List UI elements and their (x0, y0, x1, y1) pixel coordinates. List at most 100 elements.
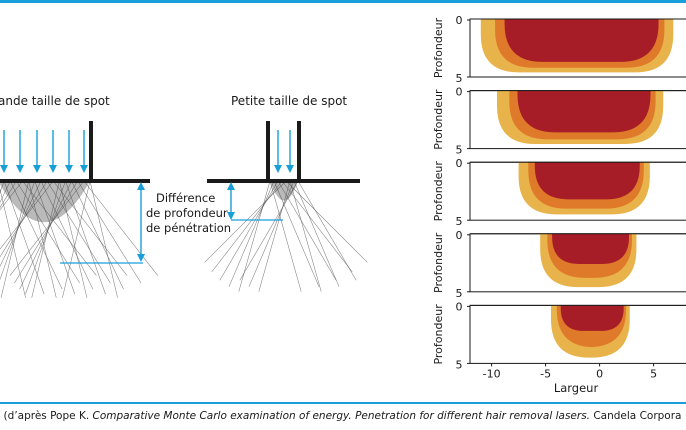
difference-label-line2: de profondeur (146, 206, 228, 220)
y-tick-label: 5 (456, 358, 463, 371)
scatter-ray (0, 180, 23, 211)
y-tick-label: 0 (456, 300, 463, 313)
y-axis-label: Profondeur (432, 304, 445, 365)
y-tick-label: 0 (456, 157, 463, 170)
scatter-ray (0, 180, 54, 250)
scatter-ray (77, 180, 142, 284)
heat-zone-inner (560, 305, 624, 331)
scatter-ray (9, 180, 85, 276)
scatter-ray (14, 180, 78, 284)
scatter-ray-core (270, 181, 298, 201)
scatter-ray (46, 180, 111, 284)
difference-label-line1: Différence (156, 191, 215, 205)
y-axis-label: Profondeur (432, 232, 445, 293)
scatter-ray (28, 180, 57, 298)
scatter-ray (0, 180, 42, 267)
caption-prefix: x (d’après Pope K. (0, 410, 93, 422)
scatter-ray (16, 180, 80, 284)
heat-zone-inner (534, 162, 640, 200)
scatter-ray (10, 180, 63, 290)
caption-separator (0, 402, 686, 404)
y-tick-label: 5 (456, 215, 463, 228)
scatter-ray (34, 180, 76, 295)
scatter-ray (65, 180, 106, 295)
scatter-ray (52, 180, 128, 276)
caption-suffix: Candela Corpora (590, 410, 682, 422)
beam-arrow-head (0, 165, 8, 173)
large-spot-diagram: ande taille de spot (0, 94, 158, 298)
small-spot-scatter-rays (204, 180, 368, 292)
scatter-ray (273, 180, 320, 287)
x-tick-label: 5 (650, 367, 657, 380)
scatter-ray (31, 180, 60, 298)
scatter-ray (277, 180, 337, 281)
large-spot-beam-arrows (0, 130, 88, 173)
scatter-ray (281, 180, 353, 273)
scatter-ray (258, 180, 291, 292)
y-axis-label: Profondeur (432, 89, 445, 150)
scatter-ray (297, 180, 357, 281)
small-depth-arrowhead-top (227, 182, 235, 190)
scatter-ray (293, 180, 340, 287)
small-spot-diagram: Petite taille de spot (204, 94, 368, 292)
small-spot-label: Petite taille de spot (231, 94, 347, 108)
y-tick-label: 0 (456, 86, 463, 99)
heat-zone-inner (517, 90, 651, 133)
scatter-ray (0, 188, 26, 298)
scatter-ray (83, 180, 158, 276)
scatter-ray (239, 180, 299, 281)
caption-title: Comparative Monte Carlo examination of e… (92, 410, 590, 422)
scatter-ray (228, 180, 275, 287)
scatter-ray (285, 180, 368, 263)
difference-label-line3: de pénétration (146, 221, 231, 235)
scatter-ray (22, 180, 97, 276)
scatter-ray (248, 180, 295, 287)
y-tick-label: 5 (456, 144, 463, 157)
depth-difference-bracket: Différence de profondeur de pénétration (60, 182, 231, 264)
small-depth-arrowhead-bottom (227, 212, 235, 220)
scatter-ray (3, 180, 45, 295)
small-spot-beam-arrows (274, 130, 294, 173)
scatter-ray (0, 180, 29, 298)
scatter-ray (289, 180, 322, 292)
scatter-ray (219, 180, 279, 281)
scatter-ray (0, 180, 48, 258)
x-tick-label: 0 (596, 367, 603, 380)
heat-zone-inner (552, 233, 630, 264)
beam-arrow-head (80, 165, 88, 173)
scatter-ray (269, 180, 302, 292)
scatter-ray (40, 180, 94, 290)
y-axis-label: Profondeur (432, 161, 445, 222)
heat-zone-inner (504, 19, 659, 62)
large-depth-arrowhead-bottom (137, 254, 145, 262)
y-tick-label: 0 (456, 229, 463, 242)
scatter-ray (0, 180, 36, 281)
scatter-ray (89, 180, 118, 298)
x-axis-label: Largeur (554, 381, 599, 395)
scatter-ray (62, 180, 91, 298)
beam-arrow-head (286, 165, 294, 173)
scatter-ray (25, 180, 66, 295)
scatter-ray (211, 180, 283, 273)
beam-arrow-head (16, 165, 24, 173)
x-tick-label: -5 (540, 367, 551, 380)
figure-caption: x (d’après Pope K. Comparative Monte Car… (0, 410, 686, 422)
scatter-ray (59, 180, 88, 298)
y-tick-label: 0 (456, 14, 463, 27)
penetration-profile-panels: 05Profondeur05Profondeur05Profondeur05Pr… (432, 14, 686, 380)
x-tick-label: -10 (483, 367, 501, 380)
y-tick-label: 5 (456, 72, 463, 85)
scatter-ray (19, 180, 72, 290)
scatter-ray (0, 180, 17, 208)
scatter-ray (71, 180, 124, 290)
large-depth-arrowhead-top (137, 182, 145, 190)
beam-arrow-head (274, 165, 282, 173)
scatter-ray-core (0, 181, 90, 223)
y-tick-label: 5 (456, 287, 463, 300)
beam-arrow-head (33, 165, 41, 173)
top-accent-rule (0, 0, 686, 3)
large-spot-label: ande taille de spot (0, 94, 110, 108)
scatter-ray (0, 180, 11, 204)
scatter-ray (204, 180, 287, 263)
